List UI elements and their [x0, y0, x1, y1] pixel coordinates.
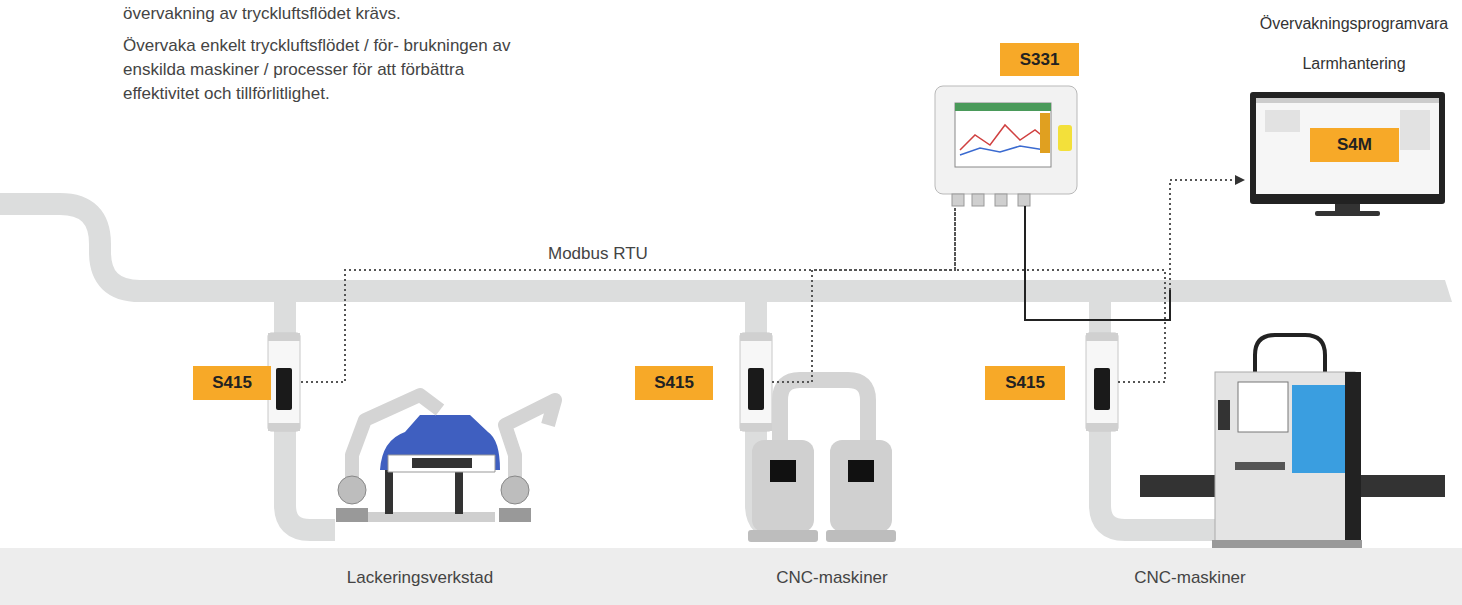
monitor: [1250, 92, 1445, 216]
bus-label: Modbus RTU: [545, 244, 651, 264]
device-node: S331: [935, 40, 1078, 208]
sensor-devices: [268, 333, 1118, 431]
model-badge: S4M: [1310, 128, 1399, 162]
dotted-wire: [955, 208, 1165, 382]
pipe-end: [1425, 280, 1452, 302]
cnc-machine-b: [1140, 335, 1445, 548]
paint-shop: [336, 395, 555, 522]
floor-band: [0, 548, 1462, 605]
connector: [772, 208, 955, 382]
device-node: S415: [985, 330, 1118, 435]
connector: [301, 208, 955, 382]
solid-wire: [1025, 206, 1170, 320]
intro-text: övervakning av tryckluftsflödet krävs.: [123, 2, 523, 26]
monitor-node: Övervakningsprogramvara LarmhanteringS4M: [1248, 4, 1460, 210]
model-badge: S415: [635, 366, 713, 400]
connector: [955, 208, 1165, 382]
device-node: S415: [635, 330, 772, 435]
model-badge: S415: [193, 366, 271, 400]
arrow-head: [1235, 175, 1245, 185]
machine-label: CNC-maskiner: [732, 566, 932, 590]
machine-label: CNC-maskiner: [1090, 566, 1290, 590]
dotted-wire: [301, 208, 955, 382]
dotted-wire: [772, 208, 955, 382]
cnc-machines-a: [748, 380, 896, 542]
machine-label: Lackeringsverkstad: [320, 566, 520, 590]
device-node: S415: [193, 330, 301, 435]
dotted-wire: [1170, 180, 1245, 290]
model-badge: S415: [985, 366, 1065, 400]
connector: [1025, 175, 1245, 320]
s331-device: [935, 86, 1077, 206]
node-heading: Övervakningsprogramvara Larmhantering: [1248, 4, 1460, 88]
model-badge: S331: [1000, 43, 1079, 76]
intro-text: Övervaka enkelt tryckluftsflödet / för- …: [123, 34, 518, 106]
